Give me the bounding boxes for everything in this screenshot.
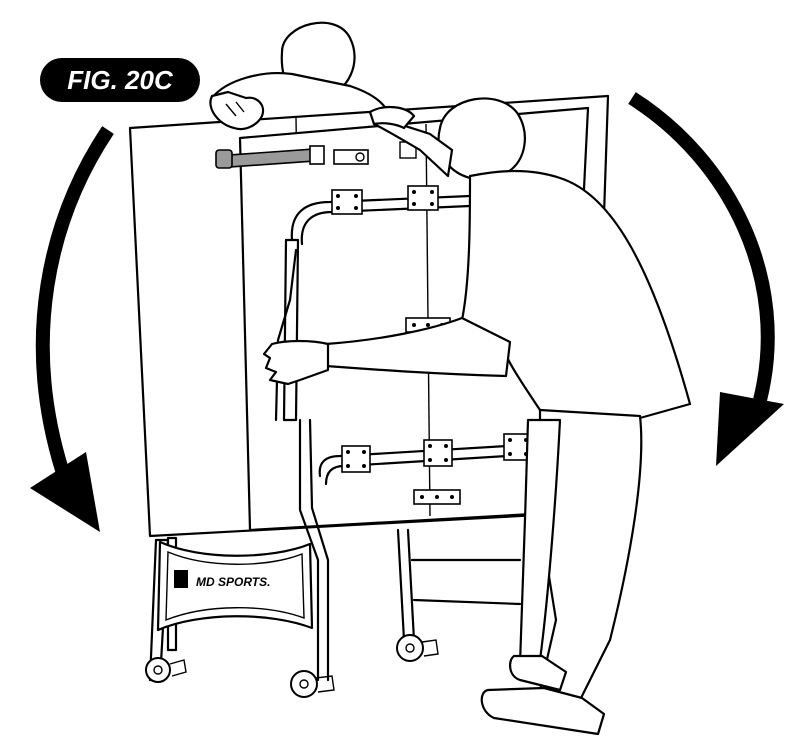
brand-logo-text: MD SPORTS. xyxy=(196,575,270,589)
caster-wheel-1 xyxy=(146,658,186,682)
hinge-lower-left xyxy=(342,446,370,472)
logo-plate: MD SPORTS. xyxy=(158,542,312,630)
hinge-lower-middle xyxy=(424,440,452,466)
caster-wheel-3 xyxy=(397,635,438,661)
base-right-legs xyxy=(398,530,520,640)
hinge-bottom xyxy=(414,490,460,504)
hinge-upper-right xyxy=(408,186,438,210)
hinge-upper-left xyxy=(332,190,362,214)
figure-label-badge: FIG. 20C xyxy=(40,58,200,102)
figure-label-text: FIG. 20C xyxy=(67,65,174,95)
curved-arrow-left-icon xyxy=(30,130,108,532)
